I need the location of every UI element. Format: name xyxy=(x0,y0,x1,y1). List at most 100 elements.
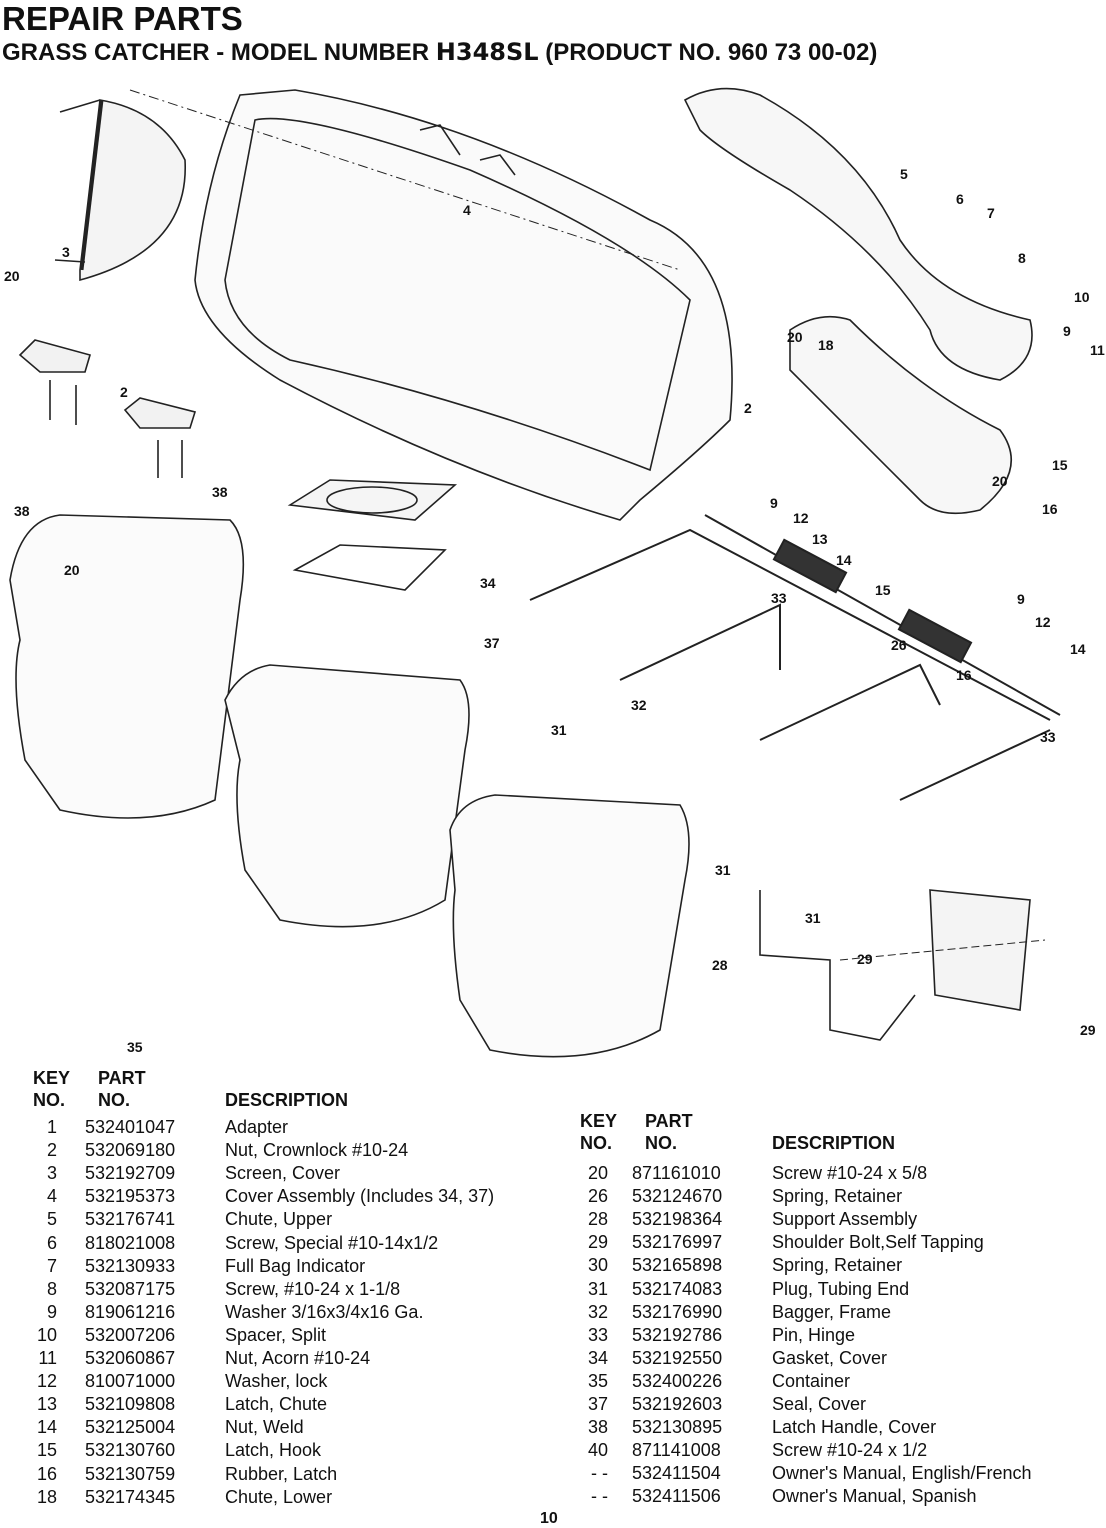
description-header-right: DESCRIPTION xyxy=(772,1133,896,1153)
subtitle-prefix: GRASS CATCHER - MODEL NUMBER xyxy=(2,39,436,66)
key-no: 9 xyxy=(46,1301,57,1322)
part-description: Screw, #10-24 x 1-1/8 xyxy=(225,1278,401,1299)
key-no: 40 xyxy=(587,1440,608,1461)
callout-37: 16 xyxy=(956,667,972,683)
callout-22: 9 xyxy=(1063,323,1071,339)
part-description: Owner's Manual, Spanish xyxy=(772,1486,977,1507)
page-subtitle: GRASS CATCHER - MODEL NUMBER H348SL (PRO… xyxy=(2,38,877,67)
callout-14: 31 xyxy=(805,910,821,926)
callout-39: 28 xyxy=(712,957,728,973)
part-no: 532176990 xyxy=(632,1301,723,1322)
part-no: 871161010 xyxy=(632,1163,721,1183)
key-no: 34 xyxy=(587,1347,608,1368)
callout-27: 12 xyxy=(793,510,809,526)
key-no: 29 xyxy=(587,1232,608,1253)
part-description: Plug, Tubing End xyxy=(772,1278,910,1299)
seal-drawing xyxy=(292,544,447,591)
parts-row: - - 532411506 Owner's Manual, Spanish xyxy=(0,1485,977,1508)
callout-24: 18 xyxy=(818,337,834,353)
callout-33: 15 xyxy=(875,582,891,598)
part-description: Chute, Lower xyxy=(225,1486,333,1507)
part-no: 532192786 xyxy=(632,1324,723,1345)
part-description: Screen, Cover xyxy=(225,1163,341,1184)
part-no: 532124670 xyxy=(632,1186,723,1207)
callout-13: 31 xyxy=(715,862,731,878)
callout-19: 7 xyxy=(987,205,995,221)
description-header: DESCRIPTION xyxy=(225,1090,349,1110)
key-no: 12 xyxy=(36,1371,57,1392)
model-number: H348SL xyxy=(435,38,539,66)
key-no: 14 xyxy=(36,1417,57,1438)
callout-28: 13 xyxy=(812,531,828,547)
callout-20: 8 xyxy=(1018,250,1026,266)
callout-1: 3 xyxy=(62,244,70,260)
part-description: Spring, Retainer xyxy=(772,1186,903,1207)
callout-7: 2 xyxy=(744,400,752,416)
key-no: 15 xyxy=(36,1440,57,1461)
key-no: - - xyxy=(591,1486,608,1507)
screen-cover-drawing xyxy=(54,99,186,282)
key-no: 2 xyxy=(46,1140,57,1161)
part-description: Screw, Special #10-14x1/2 xyxy=(225,1232,439,1253)
part-description: Seal, Cover xyxy=(772,1394,867,1414)
part-no: 810071000 xyxy=(85,1371,176,1392)
part-no: 532130933 xyxy=(85,1255,176,1276)
part-description: Nut, Acorn #10-24 xyxy=(225,1348,371,1368)
callout-9: 37 xyxy=(484,635,500,651)
key-no: 8 xyxy=(46,1278,57,1299)
callout-15: 33 xyxy=(1040,729,1056,745)
key-no: 11 xyxy=(38,1348,57,1368)
part-description: Adapter xyxy=(225,1117,289,1137)
latch-handle-drawing xyxy=(18,339,197,478)
part-no: 532007206 xyxy=(85,1324,176,1345)
exploded-parts-diagram: 2032383820423437333231313133355678109111… xyxy=(4,87,1105,1058)
callout-38: 14 xyxy=(1070,641,1086,657)
callout-8: 34 xyxy=(480,575,496,591)
callout-2: 2 xyxy=(120,384,128,400)
key-no: 26 xyxy=(587,1186,608,1207)
part-no: 532192550 xyxy=(632,1347,723,1368)
part-no: 532400226 xyxy=(632,1370,723,1391)
part-description: Container xyxy=(772,1370,851,1391)
key-no: 13 xyxy=(36,1394,57,1415)
part-no: 532130759 xyxy=(85,1463,176,1484)
part-no: 532411506 xyxy=(632,1486,721,1507)
part-description: Washer 3/16x3/4x16 Ga. xyxy=(225,1301,424,1322)
gasket-drawing xyxy=(287,479,458,521)
support-assembly-drawing xyxy=(759,889,1046,1041)
part-description: Gasket, Cover xyxy=(772,1347,888,1368)
part-description: Nut, Weld xyxy=(225,1417,304,1438)
callout-21: 10 xyxy=(1074,289,1090,305)
key-no: 31 xyxy=(587,1278,608,1299)
key-no: 20 xyxy=(587,1163,608,1183)
part-description: Support Assembly xyxy=(772,1209,918,1230)
callout-23: 11 xyxy=(1090,342,1105,358)
key-no: 6 xyxy=(46,1232,57,1253)
parts-row: 26 532124670 Spring, Retainer xyxy=(0,1185,902,1208)
key-no: 5 xyxy=(46,1209,57,1230)
part-no: 532109808 xyxy=(85,1394,176,1415)
key-no: 28 xyxy=(587,1209,608,1230)
callout-40: 29 xyxy=(857,951,873,967)
callout-25: 20 xyxy=(787,329,803,345)
callout-41: 29 xyxy=(1080,1022,1096,1038)
callout-36: 26 xyxy=(891,637,907,653)
callout-34: 9 xyxy=(1017,591,1025,607)
key-no: 38 xyxy=(587,1417,608,1438)
bagger-frame-drawing xyxy=(529,514,1061,801)
